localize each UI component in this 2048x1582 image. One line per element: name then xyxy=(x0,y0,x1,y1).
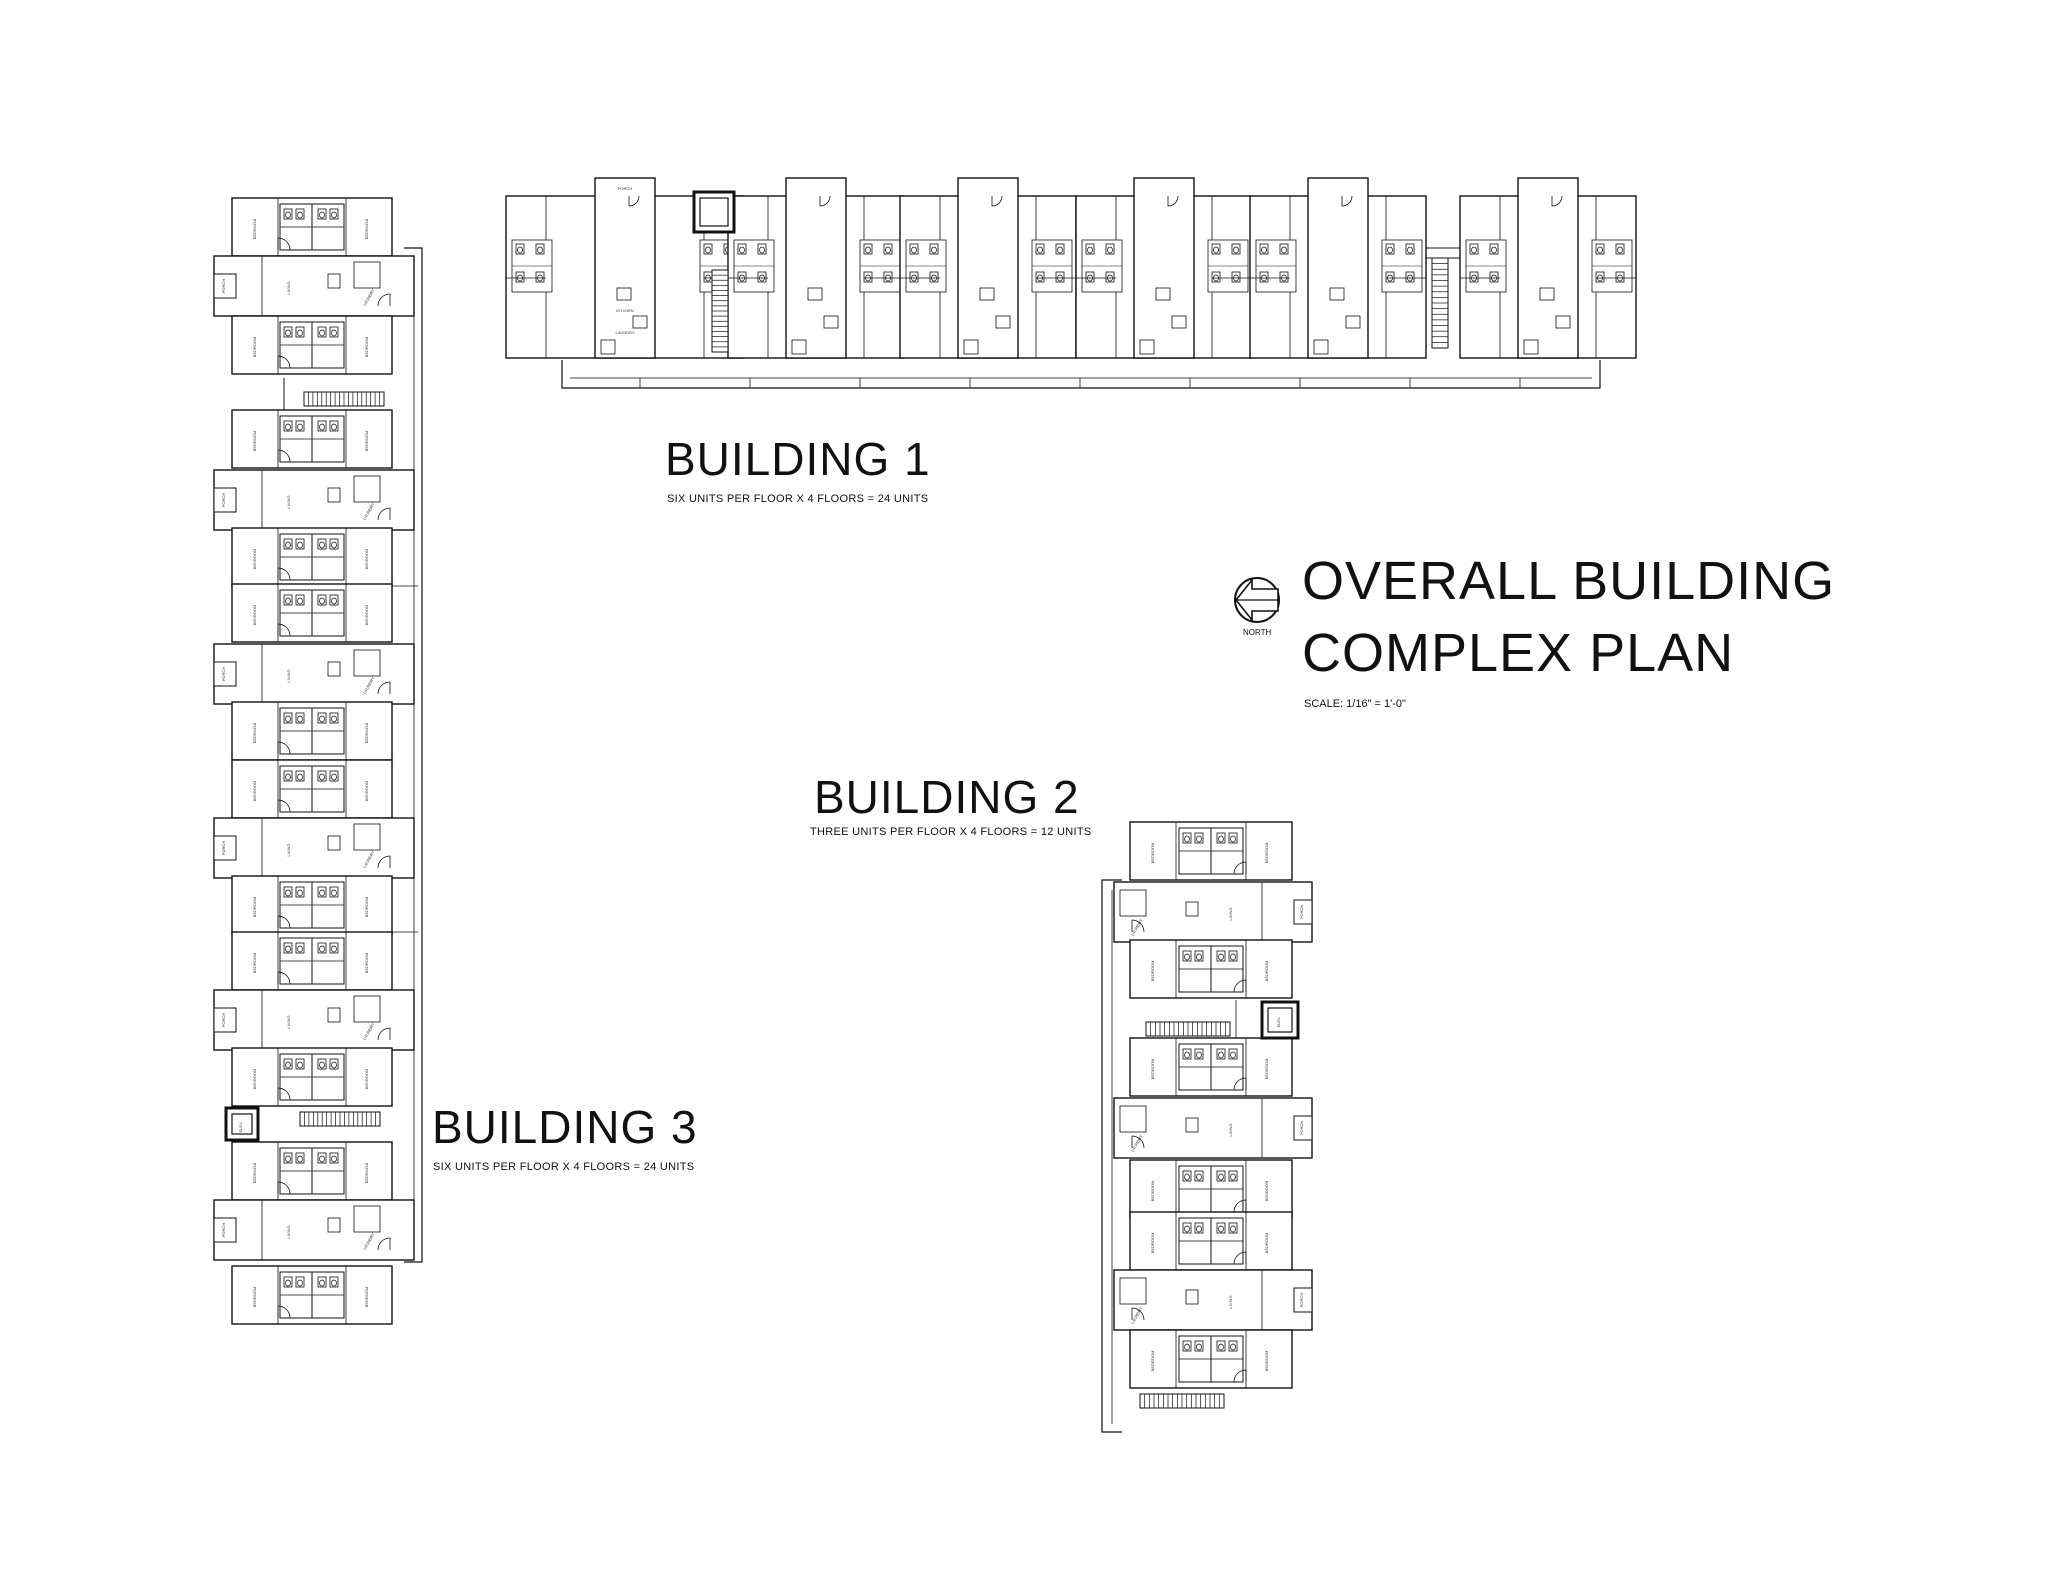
room-label: PORCH xyxy=(1299,1121,1304,1136)
room-label: BEDROOM xyxy=(252,431,257,452)
room-label: BEDROOM xyxy=(364,219,369,240)
room-label: BEDROOM xyxy=(252,337,257,358)
living-unit xyxy=(213,255,415,317)
room-label: BEDROOM xyxy=(1264,1233,1269,1254)
room-label: PORCH xyxy=(221,1013,226,1028)
room-label: BEDROOM xyxy=(364,549,369,570)
room-label: BEDROOM xyxy=(1150,1233,1155,1254)
room-label: LIVING xyxy=(1228,1123,1233,1136)
living-bay xyxy=(785,177,847,359)
room-label: BEDROOM xyxy=(364,781,369,802)
building-1-subtitle: SIX UNITS PER FLOOR X 4 FLOORS = 24 UNIT… xyxy=(667,493,929,505)
building-3-subtitle: SIX UNITS PER FLOOR X 4 FLOORS = 24 UNIT… xyxy=(433,1161,695,1173)
room-label: PORCH xyxy=(1299,905,1304,920)
room-label: BEDROOM xyxy=(252,953,257,974)
room-label: PORCH xyxy=(1299,1293,1304,1308)
living-bay xyxy=(1133,177,1195,359)
living-bay xyxy=(957,177,1019,359)
room-label: ELEV. xyxy=(238,1122,243,1133)
living-bay xyxy=(1517,177,1579,359)
room-label: ELEV. xyxy=(1276,1017,1281,1028)
room-label: BEDROOM xyxy=(1264,1059,1269,1080)
room-label: BEDROOM xyxy=(364,605,369,626)
living-unit xyxy=(213,817,415,879)
building-1-label: BUILDING 1 xyxy=(665,433,931,485)
room-label: PORCH xyxy=(618,186,633,191)
room-label: PORCH xyxy=(221,279,226,294)
room-label: BEDROOM xyxy=(1150,843,1155,864)
room-label: BEDROOM xyxy=(1150,1351,1155,1372)
room-label: BEDROOM xyxy=(252,723,257,744)
room-label: BEDROOM xyxy=(1264,961,1269,982)
living-unit xyxy=(1113,1269,1313,1331)
building-2-label: BUILDING 2 xyxy=(814,771,1080,823)
room-label: BEDROOM xyxy=(252,219,257,240)
building-2-subtitle: THREE UNITS PER FLOOR X 4 FLOORS = 12 UN… xyxy=(810,826,1092,838)
drawing-title-line-1: OVERALL BUILDING xyxy=(1302,551,1836,611)
room-label: BEDROOM xyxy=(364,337,369,358)
drawing-title-line-2: COMPLEX PLAN xyxy=(1302,623,1735,683)
living-unit xyxy=(213,643,415,705)
living-unit xyxy=(213,469,415,531)
room-label: BEDROOM xyxy=(364,1287,369,1308)
room-label: LIVING xyxy=(286,843,291,856)
room-label: LIVING xyxy=(1228,1295,1233,1308)
room-label: BEDROOM xyxy=(1264,1181,1269,1202)
room-label: BEDROOM xyxy=(1150,961,1155,982)
room-label: BEDROOM xyxy=(364,723,369,744)
room-label: BEDROOM xyxy=(364,1163,369,1184)
room-label: LIVING xyxy=(1228,907,1233,920)
room-label: LAUNDRY xyxy=(615,330,634,335)
room-label: BEDROOM xyxy=(1264,1351,1269,1372)
room-label: PORCH xyxy=(221,667,226,682)
room-label: BEDROOM xyxy=(252,549,257,570)
room-label: BEDROOM xyxy=(364,897,369,918)
room-label: LIVING xyxy=(286,495,291,508)
room-label: BEDROOM xyxy=(252,1069,257,1090)
building-3-label: BUILDING 3 xyxy=(432,1101,698,1153)
room-label: BEDROOM xyxy=(252,1163,257,1184)
room-label: PORCH xyxy=(221,1223,226,1238)
living-unit xyxy=(213,989,415,1051)
living-unit xyxy=(1113,1097,1313,1159)
room-label: BEDROOM xyxy=(1264,843,1269,864)
room-label: BEDROOM xyxy=(364,953,369,974)
room-label: LIVING xyxy=(286,1015,291,1028)
room-label: BEDROOM xyxy=(252,1287,257,1308)
room-label: BEDROOM xyxy=(1150,1059,1155,1080)
room-label: LIVING xyxy=(286,669,291,682)
north-label: NORTH xyxy=(1243,628,1272,637)
scale-note: SCALE: 1/16" = 1'-0" xyxy=(1304,698,1406,710)
room-label: BEDROOM xyxy=(364,431,369,452)
room-label: PORCH xyxy=(221,493,226,508)
room-label: LIVING xyxy=(286,1225,291,1238)
room-label: LIVING xyxy=(286,281,291,294)
living-bay xyxy=(1307,177,1369,359)
room-label: BEDROOM xyxy=(252,897,257,918)
room-label: BEDROOM xyxy=(364,1069,369,1090)
building-1-floor-plan: PORCH KITCHEN LAUNDRY xyxy=(505,177,1637,389)
room-label: BEDROOM xyxy=(252,781,257,802)
room-label: BEDROOM xyxy=(1150,1181,1155,1202)
room-label: BEDROOM xyxy=(252,605,257,626)
room-label: KITCHEN xyxy=(616,308,634,313)
living-unit xyxy=(213,1199,415,1261)
room-label: PORCH xyxy=(221,841,226,856)
north-arrow-icon xyxy=(1234,577,1280,623)
